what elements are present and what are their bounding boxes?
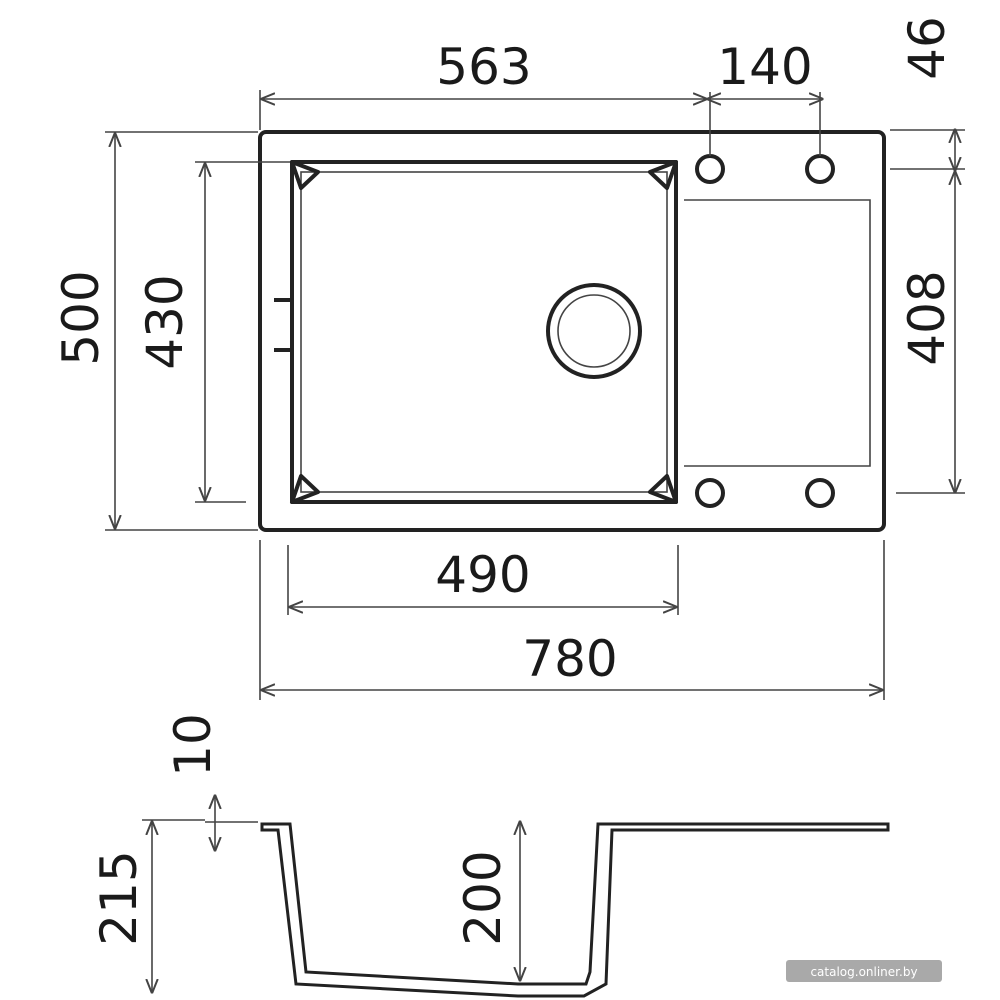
dim-490: 490: [287, 545, 679, 615]
tap-hole-3: [695, 478, 725, 508]
bowl-outline: [290, 160, 678, 504]
dim-label-140: 140: [717, 38, 812, 96]
dim-label-200: 200: [454, 850, 512, 945]
watermark: catalog.onliner.by: [786, 960, 942, 982]
dim-label-10: 10: [164, 713, 222, 777]
bowl-corner-br: [648, 474, 678, 504]
dim-430: 430: [136, 161, 290, 503]
sink-outline: [258, 130, 886, 532]
dim-408: 408: [896, 172, 965, 494]
dim-780: 780: [259, 540, 885, 700]
dim-label-46: 46: [898, 16, 956, 80]
overflow-marks: [274, 298, 292, 352]
bowl-corner-tr: [648, 160, 678, 190]
dim-200: 200: [454, 822, 520, 980]
top-view: [258, 130, 886, 532]
dim-140: 140: [708, 38, 822, 156]
dim-label-780: 780: [522, 630, 617, 688]
dim-label-563: 563: [436, 38, 531, 96]
section-profile: [260, 822, 890, 998]
dim-label-490: 490: [435, 546, 530, 604]
dim-label-500: 500: [52, 270, 110, 365]
tap-hole-2: [805, 154, 835, 184]
dim-46: 46: [890, 16, 965, 170]
bowl-inner-outline: [300, 171, 668, 493]
drain-outer: [546, 283, 642, 379]
bowl-corner-tl: [290, 160, 320, 190]
dim-label-408: 408: [898, 270, 956, 365]
drain-inner: [557, 294, 631, 368]
bowl-corner-bl: [290, 474, 320, 504]
dim-500: 500: [52, 131, 258, 531]
drainer-edge: [684, 199, 871, 467]
dim-563: 563: [259, 38, 706, 130]
dim-215: 215: [90, 819, 205, 992]
tap-hole-4: [805, 478, 835, 508]
watermark-text: catalog.onliner.by: [810, 965, 917, 979]
dim-label-430: 430: [136, 274, 194, 369]
side-view: [260, 822, 890, 998]
tap-hole-1: [695, 154, 725, 184]
dim-10: 10: [164, 713, 258, 850]
dim-label-215: 215: [90, 850, 148, 945]
